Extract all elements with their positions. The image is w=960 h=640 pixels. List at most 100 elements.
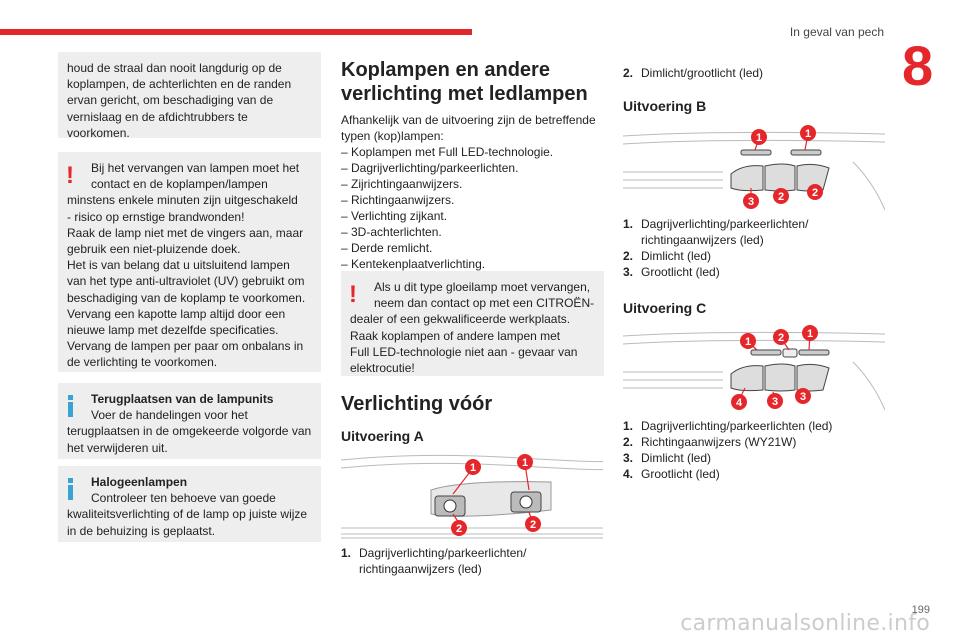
warning-line: dealer of een gekwalificeerde werkplaats… <box>350 312 571 327</box>
legend-list-b: 1. Dagrijverlichting/parkeerlichten/ ric… <box>623 216 893 280</box>
svg-text:2: 2 <box>530 519 536 531</box>
callout-badge: 1 <box>465 459 481 475</box>
info-icon <box>68 478 73 500</box>
section-title-line: verlichting met ledlampen <box>341 83 588 105</box>
warning-line: de verlichting te voorkomen. <box>67 355 218 370</box>
info-icon <box>68 395 73 417</box>
legend-list-a: 1. Dagrijverlichting/parkeerlichten/ ric… <box>341 545 606 577</box>
warning-line: Bij het vervangen van lampen moet het <box>91 161 300 175</box>
warning-line: Full LED-technologie niet aan - gevaar v… <box>350 344 578 359</box>
svg-text:1: 1 <box>807 328 813 340</box>
note-box-cleaning: houd de straal dan nooit langdurig op de… <box>58 52 321 140</box>
legend-item: 3. Grootlicht (led) <box>623 265 720 279</box>
intro-line: typen (kop)lampen: <box>341 129 444 143</box>
callout-badge: 1 <box>800 125 816 141</box>
list-item: – 3D-achterlichten. <box>341 225 442 239</box>
warning-line: minstens enkele minuten zijn uitgeschake… <box>67 193 298 208</box>
headlamp-illustration-a: 1 1 2 2 <box>341 454 603 539</box>
warning-line: beschadiging van de koplamp te voorkomen… <box>67 290 306 305</box>
callout-badge: 3 <box>743 193 759 209</box>
callout-badge: 2 <box>773 188 789 204</box>
svg-text:2: 2 <box>812 187 818 199</box>
list-item: – Zijrichtingaanwijzers. <box>341 177 463 191</box>
section-ledlamps: Koplampen en andere verlichting met ledl… <box>341 58 606 272</box>
svg-text:4: 4 <box>736 397 743 409</box>
legend-item: 3.Dimlicht (led) <box>623 451 712 465</box>
warning-line: Raak de lamp niet met de vingers aan, ma… <box>67 225 304 240</box>
warning-line: Als u dit type gloeilamp moet vervangen, <box>374 280 591 294</box>
warning-box-led: ! Als u dit type gloeilamp moet vervange… <box>341 271 604 376</box>
info-box-reinstall: Terugplaatsen van de lampunits Voer de h… <box>58 383 321 459</box>
note-box-cleaning-text: houd de straal dan nooit langdurig op de… <box>67 61 292 140</box>
warning-line: van het type anti-ultraviolet (UV) gebru… <box>67 274 305 289</box>
callout-badge: 3 <box>795 388 811 404</box>
callout-badge: 1 <box>751 129 767 145</box>
info-line: kwaliteitsverlichting of de lamp op juis… <box>67 507 308 522</box>
legend-item: 1. Dagrijverlichting/parkeerlichten/ ric… <box>623 217 809 247</box>
chapter-number: 8 <box>902 34 934 97</box>
info-line: het verwijderen uit. <box>67 440 168 455</box>
legend-item: 2. Dimlicht/grootlicht (led) <box>623 66 764 80</box>
info-line: terugplaatsen in de omgekeerde volgorde … <box>67 424 312 439</box>
info-line: Voer de handelingen voor het <box>91 408 248 423</box>
svg-text:3: 3 <box>772 396 778 408</box>
section-title-front: Verlichting vóór <box>341 393 493 415</box>
svg-text:3: 3 <box>800 391 806 403</box>
svg-text:1: 1 <box>522 457 528 469</box>
list-item: – Dagrijverlichting/parkeerlichten. <box>341 161 519 175</box>
legend-item: 1.Dagrijverlichting/parkeerlichten (led) <box>623 419 833 433</box>
legend-list-a-cont: 2. Dimlicht/grootlicht (led) <box>623 65 893 81</box>
warning-icon: ! <box>349 281 357 308</box>
running-head: In geval van pech <box>789 25 884 39</box>
list-item: – Koplampen met Full LED-technologie. <box>341 145 554 159</box>
legend-item: 2. Dimlicht (led) <box>623 249 712 263</box>
svg-text:2: 2 <box>456 523 462 535</box>
page-number: 199 <box>911 604 930 616</box>
callout-badge: 2 <box>525 516 541 532</box>
list-item: – Kentekenplaatverlichting. <box>341 257 486 271</box>
warning-line: gebruik een niet-pluizende doek. <box>67 242 241 257</box>
info-line: in de behuizing is geplaatst. <box>67 523 216 538</box>
callout-badge: 1 <box>802 325 818 341</box>
legend-item: 2.Richtingaanwijzers (WY21W) <box>623 435 797 449</box>
warning-line: neem dan contact op met een CITROËN- <box>374 296 595 311</box>
svg-text:2: 2 <box>778 191 784 203</box>
info-box-title: Halogeenlampen <box>91 475 188 489</box>
svg-text:2: 2 <box>778 332 784 344</box>
warning-line: - risico op ernstige brandwonden! <box>67 209 245 224</box>
svg-text:1: 1 <box>805 128 811 140</box>
warning-line: Het is van belang dat u uitsluitend lamp… <box>67 258 290 273</box>
watermark: carmanualsonline.info <box>680 611 930 636</box>
svg-text:1: 1 <box>745 336 751 348</box>
svg-text:3: 3 <box>748 196 754 208</box>
svg-text:1: 1 <box>470 462 476 474</box>
svg-text:1: 1 <box>756 132 762 144</box>
header-red-bar <box>0 29 472 35</box>
callout-badge: 3 <box>767 393 783 409</box>
callout-badge: 2 <box>807 184 823 200</box>
warning-line: Vervang een kapotte lamp altijd door een <box>67 306 286 321</box>
variant-b-title: Uitvoering B <box>623 98 707 114</box>
info-line: Controleer ten behoeve van goede <box>91 491 276 506</box>
intro-line: Afhankelijk van de uitvoering zijn de be… <box>341 113 596 127</box>
callout-badge: 1 <box>740 333 756 349</box>
headlamp-illustration-b: 1 1 2 2 3 <box>623 125 885 211</box>
list-item: – Derde remlicht. <box>341 241 433 255</box>
info-box-title: Terugplaatsen van de lampunits <box>91 392 274 406</box>
callout-badge: 4 <box>731 394 747 410</box>
variant-a-title: Uitvoering A <box>341 428 424 444</box>
callout-badge: 2 <box>451 520 467 536</box>
warning-line: elektrocutie! <box>350 361 415 376</box>
list-item: – Verlichting zijkant. <box>341 209 448 223</box>
callout-badge: 1 <box>517 454 533 470</box>
headlamp-illustration-c: 1 2 1 3 3 4 <box>623 325 885 411</box>
list-item: – Richtingaanwijzers. <box>341 193 455 207</box>
callout-badge: 2 <box>773 329 789 345</box>
warning-line: nieuwe lamp met dezelfde specificaties. <box>67 323 279 338</box>
warning-line: Vervang de lampen per paar om onbalans i… <box>67 339 304 354</box>
warning-box-lamps: ! Bij het vervangen van lampen moet het … <box>58 152 321 372</box>
warning-line: contact en de koplampen/lampen <box>91 177 268 192</box>
legend-item: 4.Grootlicht (led) <box>623 467 720 481</box>
legend-item: 1. Dagrijverlichting/parkeerlichten/ ric… <box>341 546 527 576</box>
variant-c-title: Uitvoering C <box>623 300 707 316</box>
